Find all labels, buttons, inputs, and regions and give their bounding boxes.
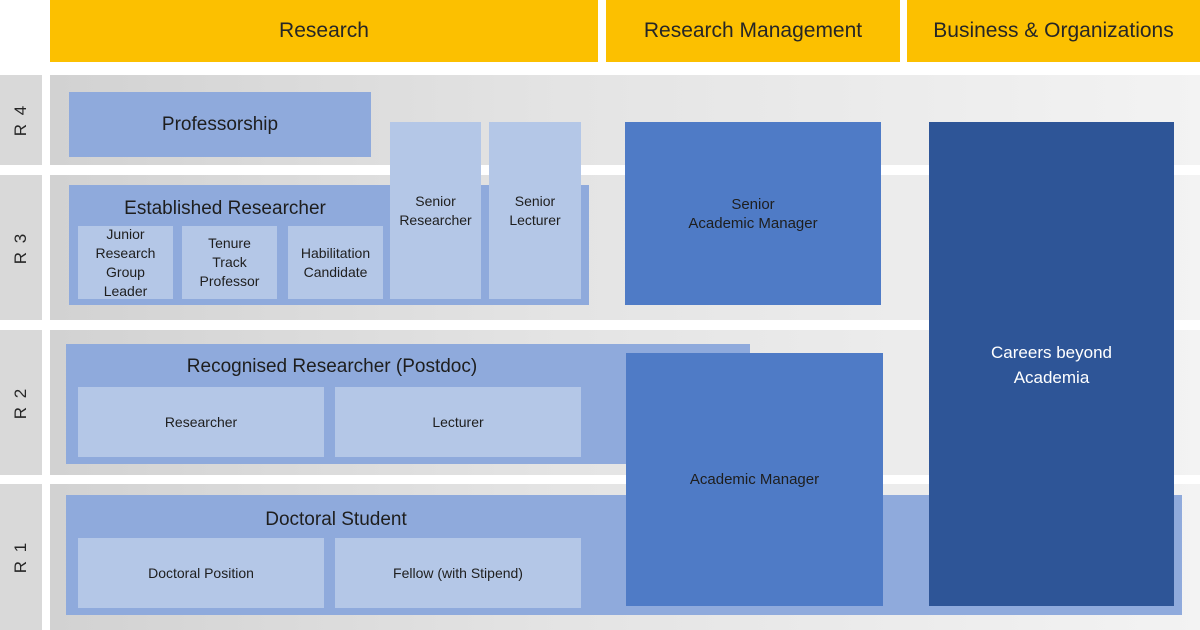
- careers-beyond-academia-box: Careers beyond Academia: [929, 122, 1174, 606]
- row-label-r1-text: R 1: [11, 540, 30, 574]
- row-label-r4: R 4: [0, 75, 42, 165]
- doctoral-student-title: Doctoral Student: [265, 509, 407, 530]
- row-label-r1: R 1: [0, 484, 42, 630]
- column-header-business-organizations: Business & Organizations: [907, 0, 1200, 62]
- row-label-r3-text: R 3: [11, 231, 30, 264]
- senior-researcher-box: Senior Researcher: [390, 122, 481, 299]
- senior-academic-manager-box: Senior Academic Manager: [625, 122, 881, 305]
- professorship-box: Professorship: [69, 92, 371, 157]
- column-header-research-management: Research Management: [606, 0, 900, 62]
- row-label-r2-text: R 2: [11, 386, 30, 419]
- established-researcher-title: Established Researcher: [124, 198, 326, 219]
- row-label-r3: R 3: [0, 175, 42, 320]
- habilitation-candidate-box: Habilitation Candidate: [288, 226, 383, 299]
- tenure-track-professor-box: Tenure Track Professor: [182, 226, 277, 299]
- doctoral-position-box: Doctoral Position: [78, 538, 324, 608]
- row-label-r4-text: R 4: [11, 103, 30, 137]
- column-header-research: Research: [50, 0, 598, 62]
- lecturer-box: Lecturer: [335, 387, 581, 457]
- researcher-box: Researcher: [78, 387, 324, 457]
- fellow-with-stipend-box: Fellow (with Stipend): [335, 538, 581, 608]
- row-label-r2: R 2: [0, 330, 42, 475]
- junior-research-group-leader-box: Junior Research Group Leader: [78, 226, 173, 299]
- senior-lecturer-box: Senior Lecturer: [489, 122, 581, 299]
- recognised-researcher-title: Recognised Researcher (Postdoc): [186, 356, 478, 377]
- academic-manager-box: Academic Manager: [626, 353, 883, 606]
